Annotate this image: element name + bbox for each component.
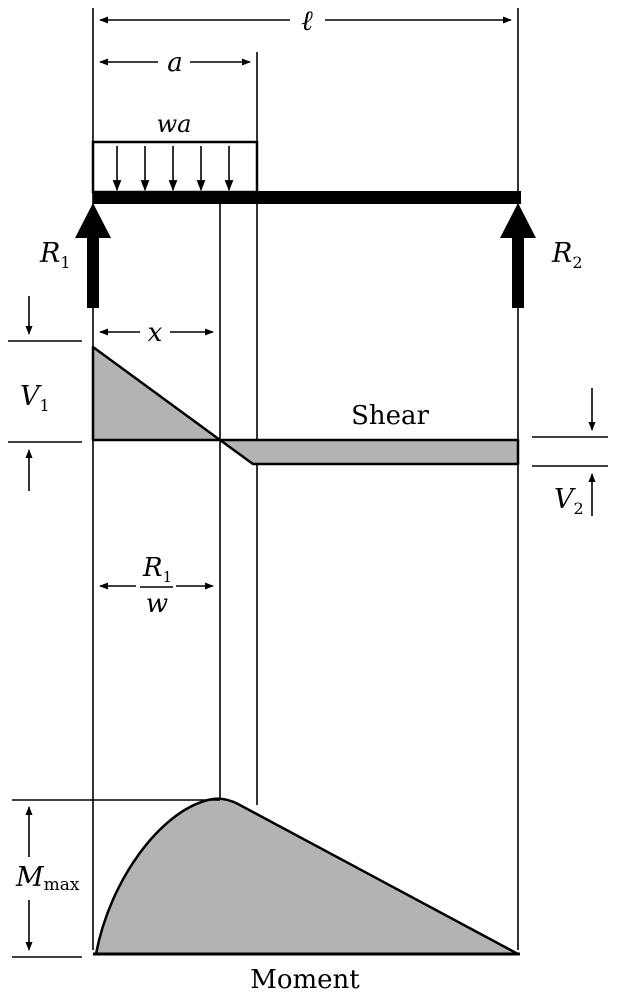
v2-dimension: V2 — [532, 388, 608, 518]
shear-left-label: V1 — [20, 381, 50, 415]
x-dimension: x — [99, 318, 214, 348]
moment-region — [94, 797, 520, 956]
zero-shear-denominator: w — [146, 589, 168, 619]
load-length-dimension: a — [99, 48, 251, 78]
reaction-right-label: R2 — [551, 238, 583, 272]
shear-positive-region — [91, 345, 222, 442]
reaction-left-label: R1 — [39, 238, 71, 272]
shear-right-label: V2 — [554, 484, 584, 518]
shear-negative-region — [218, 438, 520, 466]
reference-lines — [92, 8, 519, 950]
load-label: wa — [157, 110, 192, 138]
moment-title: Moment — [250, 965, 360, 995]
load-length-label: a — [167, 48, 183, 78]
moment-diagram: Moment — [93, 797, 520, 995]
beam — [93, 191, 521, 204]
reaction-right: R2 — [500, 203, 583, 308]
moment-max-label: Mmax — [15, 862, 80, 895]
zero-shear-numerator: R1 — [142, 553, 172, 586]
reaction-left-arrow — [75, 203, 111, 308]
x-label: x — [148, 318, 163, 348]
distributed-load: wa — [91, 110, 259, 194]
reaction-right-arrow — [500, 203, 536, 308]
zero-shear-dimension: R1 w — [99, 553, 214, 619]
shear-diagram: Shear — [91, 345, 520, 466]
span-label: ℓ — [301, 4, 313, 37]
reaction-left: R1 — [39, 203, 111, 308]
v1-dimension: V1 — [8, 296, 82, 491]
span-dimension: ℓ — [99, 4, 512, 37]
mmax-dimension: Mmax — [12, 799, 220, 958]
shear-title: Shear — [351, 401, 429, 431]
